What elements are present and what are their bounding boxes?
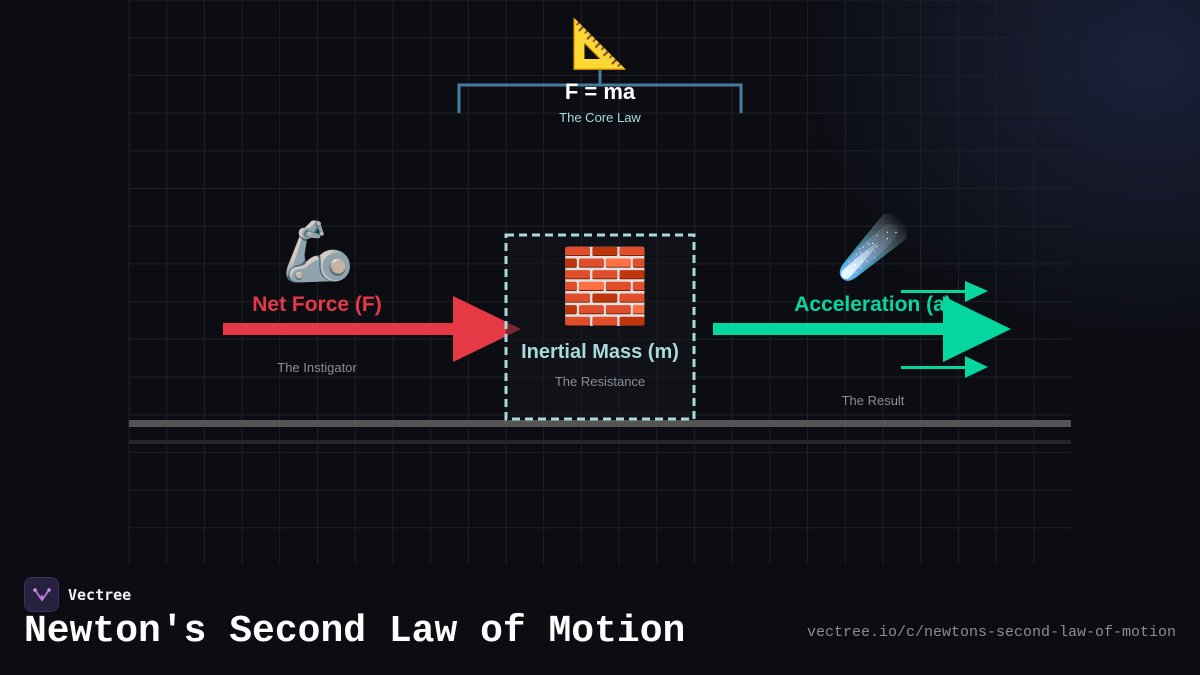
mass-caption: The Resistance [555, 374, 645, 389]
core-law-formula: F = ma [565, 79, 636, 104]
core-law-caption: The Core Law [559, 110, 641, 125]
acceleration-motion-arrow-bottom [901, 356, 988, 378]
mass-box [504, 233, 696, 421]
page-title: Newton's Second Law of Motion [24, 610, 686, 653]
acceleration-label: Acceleration (a) [794, 293, 952, 316]
acceleration-motion-arrow-top [901, 281, 988, 302]
force-label: Net Force (F) [252, 293, 382, 316]
vectree-logo-icon [24, 577, 59, 612]
force-caption: The Instigator [277, 360, 357, 375]
footer-bar [0, 563, 1200, 675]
ground-line [129, 420, 1071, 427]
page-url[interactable]: vectree.io/c/newtons-second-law-of-motio… [806, 624, 1176, 641]
mechanical-arm-icon: 🦾 [282, 217, 355, 285]
core-law-bracket [457, 70, 743, 113]
triangular-ruler-icon: 📐 [570, 16, 630, 72]
acceleration-arrow [713, 296, 1011, 362]
brick-icon: 🧱 [560, 244, 650, 328]
force-arrow [223, 296, 521, 362]
brand[interactable]: Vectree [24, 577, 131, 612]
ground-shadow-line [129, 440, 1071, 444]
brand-name: Vectree [68, 585, 132, 604]
acceleration-caption: The Result [842, 393, 905, 408]
comet-icon: ☄️ [837, 213, 910, 281]
background-grid [128, 0, 1071, 565]
mass-label: Inertial Mass (m) [521, 341, 679, 363]
